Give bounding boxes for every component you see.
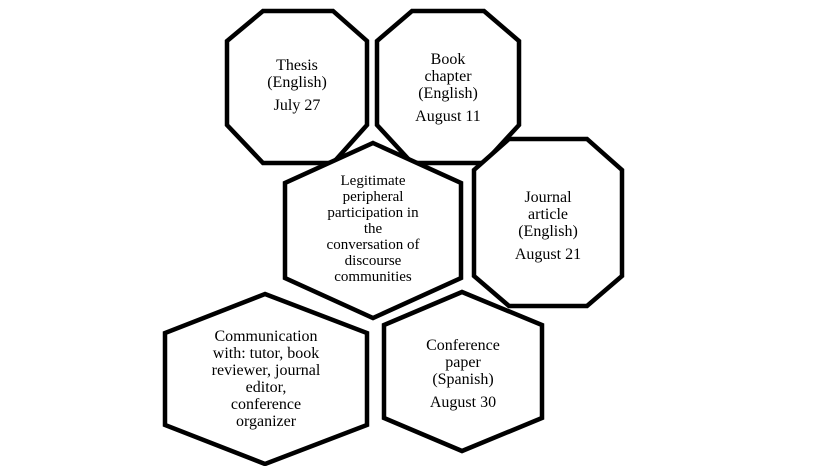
center-line-6: discourse bbox=[344, 253, 402, 269]
conference-paper-date: August 30 bbox=[429, 394, 497, 411]
journal-article-title-line-2: article bbox=[528, 206, 568, 223]
journal-article-date: August 21 bbox=[514, 246, 582, 263]
journal-article-title-line-3: (English) bbox=[518, 223, 578, 240]
thesis-title-line-1: Thesis bbox=[276, 56, 318, 74]
conference-paper-label: Conference paper (Spanish) August 30 bbox=[400, 328, 526, 420]
journal-article-title-line-1: Journal bbox=[524, 189, 572, 206]
conference-paper-hexagon bbox=[381, 289, 545, 454]
center-line-1: Legitimate bbox=[340, 173, 406, 189]
thesis-title-line-2: (English) bbox=[267, 73, 327, 91]
communication-line-3: reviewer, journal bbox=[211, 362, 321, 379]
journal-article-label: Journal article (English) August 21 bbox=[488, 180, 608, 272]
book-chapter-title-line-2: chapter bbox=[424, 68, 472, 85]
conference-paper-title-line-3: (Spanish) bbox=[432, 371, 494, 388]
center-line-7: communities bbox=[334, 269, 412, 285]
thesis-date: July 27 bbox=[273, 96, 321, 114]
book-chapter-date: August 11 bbox=[415, 108, 481, 125]
center-line-3: participation in bbox=[327, 205, 419, 221]
book-chapter-title-line-1: Book bbox=[430, 51, 466, 68]
conference-paper-title-line-1: Conference bbox=[426, 337, 500, 354]
journal-article-hexagon bbox=[471, 136, 625, 309]
center-line-2: peripheral bbox=[342, 189, 404, 205]
center-hexagon bbox=[282, 140, 464, 321]
communication-line-1: Communication bbox=[214, 328, 318, 345]
communication-line-4: editor, bbox=[245, 379, 287, 396]
communication-line-2: with: tutor, book bbox=[212, 345, 320, 362]
communication-hexagon bbox=[162, 291, 370, 466]
thesis-label: Thesis (English) July 27 bbox=[237, 40, 357, 130]
book-chapter-label: Book chapter (English) August 11 bbox=[388, 38, 508, 138]
center-line-4: the bbox=[363, 221, 383, 237]
communication-label: Communication with: tutor, book reviewer… bbox=[180, 320, 352, 438]
center-line-5: conversation of bbox=[326, 237, 420, 253]
communication-line-6: organizer bbox=[235, 413, 297, 430]
center-label: Legitimate peripheral participation in t… bbox=[300, 168, 446, 290]
conference-paper-title-line-2: paper bbox=[445, 354, 481, 371]
book-chapter-title-line-3: (English) bbox=[418, 85, 478, 102]
communication-line-5: conference bbox=[230, 396, 302, 413]
